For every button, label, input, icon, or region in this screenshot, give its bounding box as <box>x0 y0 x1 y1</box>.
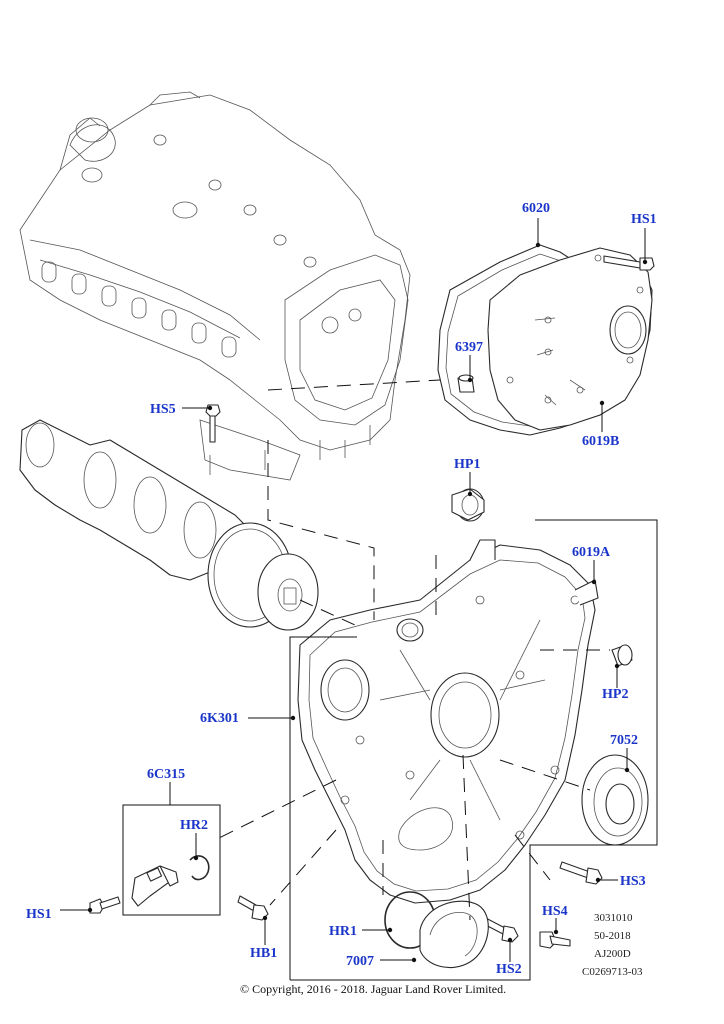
rear-cover-6019b-illustration <box>487 247 653 431</box>
plug-hp1-illustration <box>451 488 485 522</box>
assembly-lines <box>214 379 610 921</box>
bolt-hs1-top-illustration <box>603 255 655 271</box>
plug-hp2-illustration <box>611 644 633 667</box>
bolt-hs1-bottom-illustration <box>89 896 121 914</box>
crankshaft-illustration <box>19 419 319 631</box>
callout-6020[interactable]: 6020 <box>522 201 550 216</box>
callout-6k301[interactable]: 6K301 <box>200 711 239 726</box>
callout-hr1[interactable]: HR1 <box>329 924 357 939</box>
callout-hs2[interactable]: HS2 <box>496 962 522 977</box>
seal-7052-illustration <box>581 754 649 846</box>
callout-hp2[interactable]: HP2 <box>602 687 628 702</box>
reference-block: 3031010 50-2018 AJ200D C0269713-03 <box>582 912 643 978</box>
callout-hs1-bottom[interactable]: HS1 <box>26 907 52 922</box>
dowel-6397-illustration <box>457 374 475 393</box>
front-cover-6019a-illustration <box>297 539 599 904</box>
callout-7052[interactable]: 7052 <box>610 733 638 748</box>
reference-line-1: 3031010 <box>594 912 633 924</box>
callout-6397[interactable]: 6397 <box>455 340 483 355</box>
callout-hr2[interactable]: HR2 <box>180 818 208 833</box>
callout-hs4[interactable]: HS4 <box>542 904 568 919</box>
sensor-6c315-illustration <box>131 865 179 907</box>
callout-6019a[interactable]: 6019A <box>572 545 611 560</box>
copyright-notice: © Copyright, 2016 - 2018. Jaguar Land Ro… <box>240 982 506 996</box>
group-box-sensor <box>122 804 221 916</box>
reference-line-2: 50-2018 <box>594 930 631 942</box>
callout-hs5[interactable]: HS5 <box>150 402 176 417</box>
reference-line-4: C0269713-03 <box>582 966 643 978</box>
callout-hb1[interactable]: HB1 <box>250 946 277 961</box>
leader-lines <box>60 218 648 963</box>
bolt-hs4-illustration <box>539 931 571 949</box>
callout-6c315[interactable]: 6C315 <box>147 767 185 782</box>
callout-hs3[interactable]: HS3 <box>620 874 646 889</box>
group-box-front-cover <box>289 519 658 981</box>
reference-line-3: AJ200D <box>594 948 631 960</box>
bolt-hs5-illustration <box>205 404 221 443</box>
o-ring-hr2-illustration <box>189 855 210 881</box>
callout-hp1[interactable]: HP1 <box>454 457 480 472</box>
cover-7007-illustration <box>419 900 489 969</box>
callout-6019b[interactable]: 6019B <box>582 434 619 449</box>
bolt-hs3-illustration <box>559 861 603 885</box>
callout-7007[interactable]: 7007 <box>346 954 374 969</box>
callout-hs1-top[interactable]: HS1 <box>631 212 657 227</box>
